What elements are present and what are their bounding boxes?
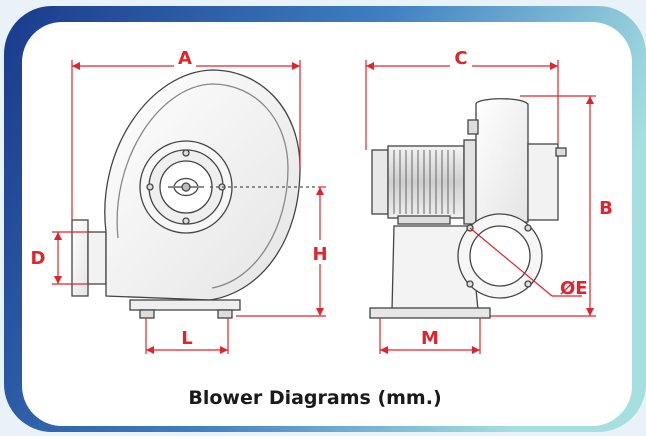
hub-arc-top xyxy=(173,177,199,187)
outlet-bolt-3 xyxy=(466,280,474,288)
side-housing xyxy=(475,98,529,223)
dimension-arrows xyxy=(54,62,594,354)
side-base-plate xyxy=(369,307,491,319)
dim-label-d: D xyxy=(31,248,46,269)
inlet-bolt-bottom xyxy=(182,217,190,225)
housing-lug xyxy=(467,119,479,135)
dim-label-a: A xyxy=(178,48,192,69)
front-foot-right xyxy=(217,309,233,319)
inlet-bolt-left xyxy=(146,183,154,191)
dim-label-b: B xyxy=(599,198,613,219)
dimension-lines xyxy=(52,60,596,354)
motor-fins xyxy=(393,150,455,214)
inlet-bolt-top xyxy=(182,149,190,157)
motor-end-cap xyxy=(371,149,389,215)
dim-e-leader xyxy=(469,227,553,297)
outlet-bolt-4 xyxy=(524,280,532,288)
dim-label-c: C xyxy=(454,48,467,69)
volute-inner-line xyxy=(116,83,289,289)
motor-body xyxy=(387,145,465,219)
front-foot-left xyxy=(139,309,155,319)
caption: Blower Diagrams (mm.) xyxy=(188,387,441,409)
front-base-plate xyxy=(129,299,241,311)
dim-label-h: H xyxy=(312,244,327,265)
hub-arc-bottom xyxy=(173,187,199,197)
inlet-flange-side xyxy=(527,143,559,221)
motor-flange xyxy=(463,139,477,225)
outlet-duct xyxy=(87,231,107,285)
inlet-bolt-side xyxy=(555,147,567,157)
dim-label-e: ØE xyxy=(560,278,588,299)
outlet-bolt-2 xyxy=(524,224,532,232)
dim-label-l: L xyxy=(181,328,192,349)
side-view xyxy=(369,98,567,319)
motor-mount xyxy=(397,215,451,225)
shaft-center xyxy=(181,182,191,192)
front-view xyxy=(71,69,318,319)
dim-label-m: M xyxy=(421,328,439,349)
